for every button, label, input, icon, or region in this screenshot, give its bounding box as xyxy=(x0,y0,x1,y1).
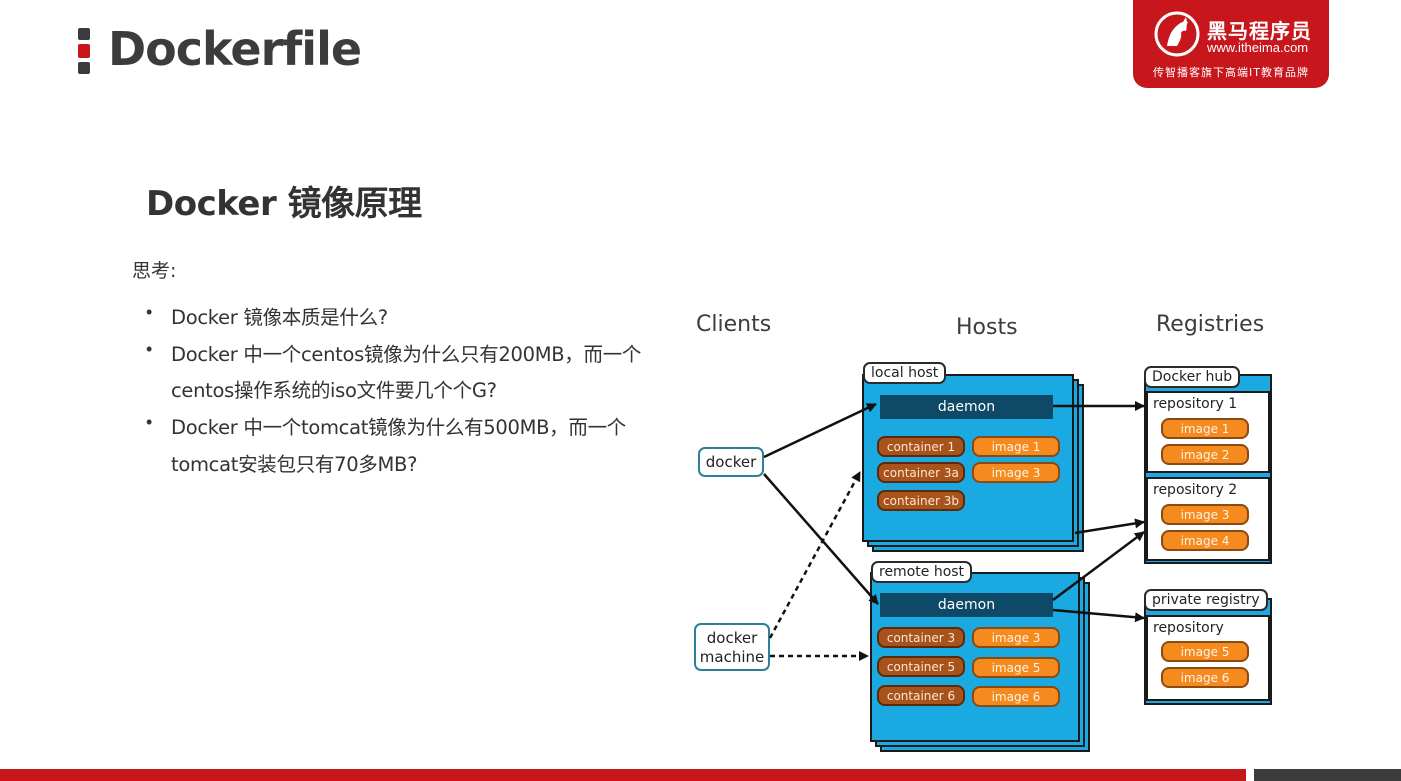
repository-label: repository 2 xyxy=(1153,482,1238,498)
local-daemon: daemon xyxy=(880,395,1053,419)
horse-icon xyxy=(1154,11,1200,57)
bullet-dot: • xyxy=(146,339,153,359)
logo-brand-name: 黑马程序员 xyxy=(1207,19,1312,43)
logo-url: www.itheima.com xyxy=(1207,40,1309,55)
bullet-dot: • xyxy=(146,412,153,432)
image-pill: image 4 xyxy=(1161,530,1249,551)
connection-arrows xyxy=(763,401,1145,661)
image-pill: image 3 xyxy=(972,627,1060,648)
image-pill: image 5 xyxy=(972,657,1060,678)
image-pill: image 6 xyxy=(972,686,1060,707)
title-marker-middle xyxy=(78,44,90,58)
bullet-2-line-2: centos操作系统的iso文件要几个个G? xyxy=(171,379,497,402)
arrow-remote-daemon-to-repository-2 xyxy=(1052,530,1145,602)
docker-machine-label-line-2: machine xyxy=(699,648,765,666)
image-pill: image 2 xyxy=(1161,444,1249,465)
container-pill: container 6 xyxy=(877,685,965,706)
container-pill: container 1 xyxy=(877,436,965,457)
arrow-docker-to-remote-daemon xyxy=(763,473,879,605)
container-pill: container 3a xyxy=(877,462,965,483)
section-heading: Docker 镜像原理 xyxy=(146,184,422,224)
image-pill: image 5 xyxy=(1161,641,1249,662)
arrow-local-host-to-repository-2 xyxy=(1074,518,1145,535)
docker-architecture-diagram: Clients Hosts Registries local host daem… xyxy=(690,300,1290,760)
footer-bar-red xyxy=(0,769,1246,781)
bullet-3-line-1: Docker 中一个tomcat镜像为什么有500MB，而一个 xyxy=(171,416,626,439)
arrow-remote-daemon-to-private-repository xyxy=(1052,608,1145,623)
arrow-machine-to-local-host xyxy=(768,471,862,639)
bullet-3-line-2: tomcat安装包只有70多MB? xyxy=(171,453,418,476)
logo-slogan: 传智播客旗下高端IT教育品牌 xyxy=(1153,66,1309,79)
image-pill: image 3 xyxy=(1161,504,1249,525)
docker-machine-label-line-1: docker xyxy=(706,629,758,647)
think-label: 思考: xyxy=(132,260,177,282)
bullet-dot: • xyxy=(146,302,153,322)
docker-hub-label: Docker hub xyxy=(1144,366,1241,388)
image-pill: image 1 xyxy=(972,436,1060,457)
container-pill: container 3b xyxy=(877,490,965,511)
column-label-clients: Clients xyxy=(696,312,772,337)
slide-title: Dockerfile xyxy=(108,22,362,76)
repository-label: repository 1 xyxy=(1153,396,1238,412)
arrow-docker-to-local-daemon xyxy=(763,402,877,459)
footer-bar-gray xyxy=(1254,769,1401,781)
private-registry-label: private registry xyxy=(1144,589,1268,611)
docker-machine-box: docker machine xyxy=(694,623,770,671)
repository-label: repository xyxy=(1153,620,1224,636)
itheima-logo: 黑马程序员 www.itheima.com 传智播客旗下高端IT教育品牌 xyxy=(1133,0,1329,88)
title-marker-bottom xyxy=(78,62,90,74)
image-pill: image 3 xyxy=(972,462,1060,483)
container-pill: container 5 xyxy=(877,656,965,677)
column-label-registries: Registries xyxy=(1156,312,1265,337)
column-label-hosts: Hosts xyxy=(956,315,1018,340)
bullet-2-line-1: Docker 中一个centos镜像为什么只有200MB，而一个 xyxy=(171,343,642,366)
remote-host-label: remote host xyxy=(871,561,973,583)
title-marker-top xyxy=(78,28,90,40)
local-host-label: local host xyxy=(863,362,947,384)
image-pill: image 6 xyxy=(1161,667,1249,688)
docker-client-label: docker xyxy=(705,453,757,471)
image-pill: image 1 xyxy=(1161,418,1249,439)
docker-client-box: docker xyxy=(698,447,764,477)
container-pill: container 3 xyxy=(877,627,965,648)
remote-daemon: daemon xyxy=(880,593,1053,617)
bullet-1-line-1: Docker 镜像本质是什么? xyxy=(171,306,388,329)
